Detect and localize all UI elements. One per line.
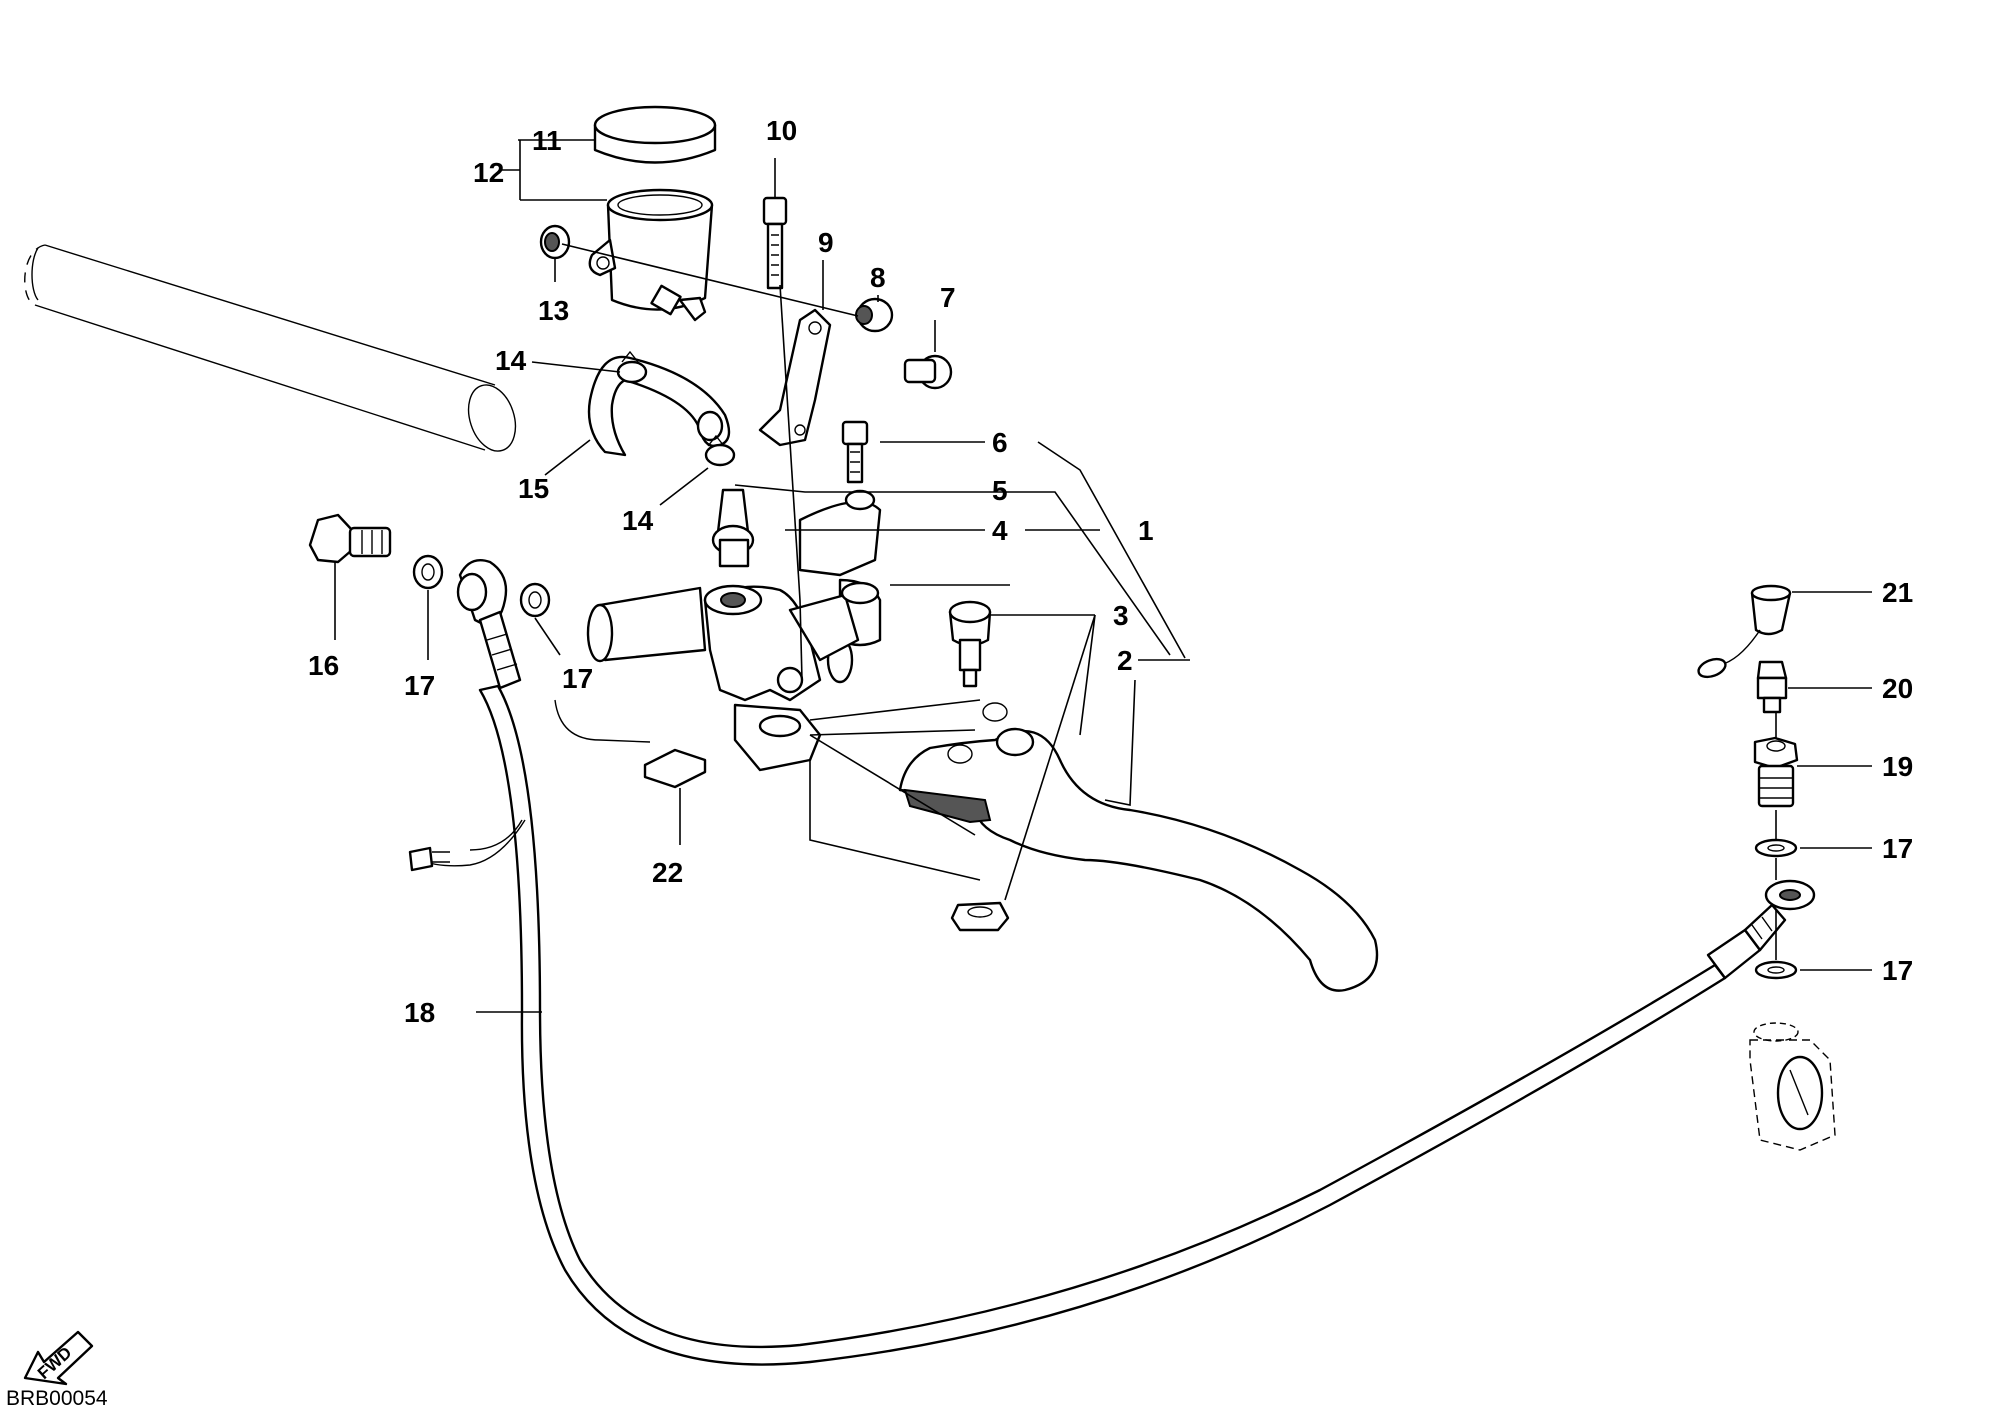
pivot-pin — [948, 600, 992, 688]
bush — [855, 297, 894, 333]
callout-5: 5 — [992, 475, 1008, 506]
callout-labels: 1 2 3 4 5 6 7 8 9 10 11 12 13 14 14 15 1… — [308, 115, 1913, 1028]
hose-end-fitting — [1706, 903, 1787, 980]
bleed-cap — [1697, 584, 1792, 679]
callout-17-left-b: 17 — [562, 663, 593, 694]
callout-13: 13 — [538, 295, 569, 326]
callout-21: 21 — [1882, 577, 1913, 608]
callout-11: 11 — [532, 125, 562, 156]
union-fitting — [1753, 736, 1799, 808]
callout-22: 22 — [652, 857, 683, 888]
callout-9: 9 — [818, 227, 834, 258]
callout-17-left-a: 17 — [404, 670, 435, 701]
callout-18: 18 — [404, 997, 435, 1028]
clutch-lever — [898, 702, 1379, 992]
clutch-hose — [478, 684, 1727, 1366]
callout-15: 15 — [518, 473, 549, 504]
callout-19: 19 — [1882, 751, 1913, 782]
callout-17-right-a: 17 — [1882, 833, 1913, 864]
callout-17-right-b: 17 — [1882, 955, 1913, 986]
callout-3: 3 — [1113, 600, 1129, 631]
slave-cylinder — [1749, 1022, 1836, 1151]
master-cylinder — [586, 578, 882, 772]
sealing-washer — [1754, 960, 1798, 980]
sealing-washer — [1754, 838, 1798, 858]
callout-1: 1 — [1138, 515, 1154, 546]
banjo-bolt — [308, 513, 392, 564]
callout-6: 6 — [992, 427, 1008, 458]
hose-clip — [616, 350, 736, 467]
callout-20: 20 — [1882, 673, 1913, 704]
callout-2: 2 — [1117, 645, 1133, 676]
callout-7: 7 — [940, 282, 956, 313]
grommet — [539, 224, 571, 260]
clamp-bolt — [841, 420, 869, 484]
fluid-reservoir — [588, 188, 714, 322]
callout-16: 16 — [308, 650, 339, 681]
callout-4: 4 — [992, 515, 1008, 546]
hose-end-fitting — [478, 610, 522, 690]
callout-14-upper: 14 — [495, 345, 527, 376]
reservoir-cap — [593, 105, 717, 164]
lock-nut — [950, 901, 1010, 932]
hose-fitting — [711, 488, 755, 568]
sealing-washer — [412, 554, 444, 590]
reservoir-bracket — [758, 308, 832, 447]
bleed-screw — [1756, 660, 1788, 714]
fwd-arrow-icon: FWD — [23, 1330, 94, 1386]
callout-8: 8 — [870, 262, 886, 293]
callout-10: 10 — [766, 115, 797, 146]
hose-banjo-eye — [1764, 879, 1816, 911]
clamp-cap — [798, 489, 882, 577]
leader-lines — [334, 139, 1872, 1013]
callout-12: 12 — [473, 157, 504, 188]
bolt — [903, 354, 953, 390]
callout-14-lower: 14 — [622, 505, 654, 536]
screw — [762, 196, 788, 290]
sealing-washer — [519, 582, 551, 618]
handlebar-tube — [24, 244, 517, 452]
lever-switch — [408, 699, 707, 872]
drawing-code: BRB00054 — [6, 1387, 108, 1410]
